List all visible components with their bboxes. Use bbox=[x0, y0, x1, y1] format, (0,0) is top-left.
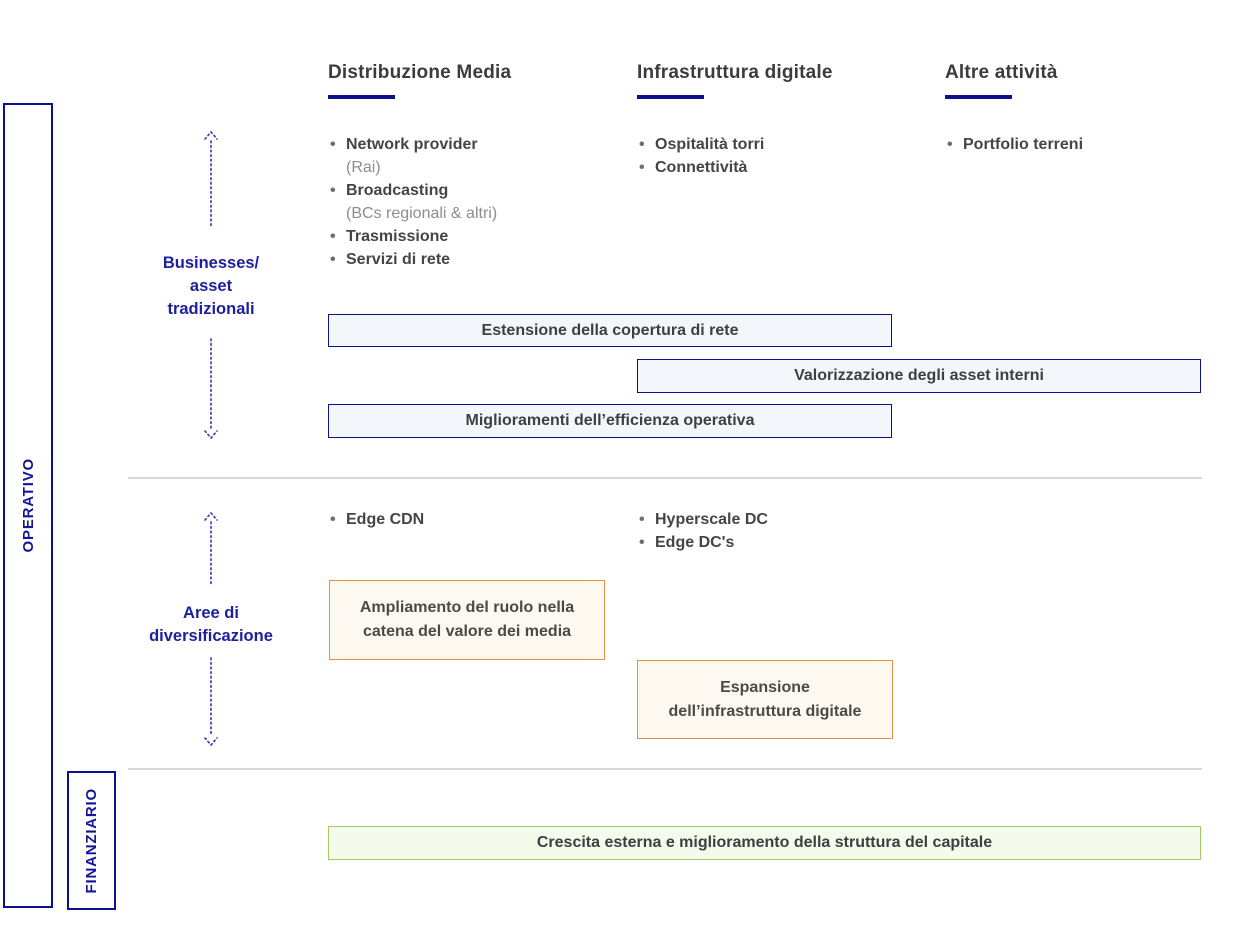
list-item-note: (BCs regionali & altri) bbox=[346, 205, 498, 222]
list-item: Servizi di rete bbox=[328, 248, 497, 271]
strategy-box-digital-infrastructure-expansion: Espansione dell’infrastruttura digitale bbox=[637, 660, 893, 739]
finanziario-label: FINANZIARIO bbox=[83, 787, 100, 894]
dotted-arrow-up-icon bbox=[202, 510, 220, 588]
section-divider bbox=[128, 768, 1202, 770]
list-item: Connettività bbox=[637, 156, 764, 179]
list-item: Edge DC's bbox=[637, 531, 768, 554]
media-traditional-list: Network provider (Rai) Broadcasting (BCs… bbox=[328, 133, 497, 271]
section-divider bbox=[128, 477, 1202, 479]
strategy-box-external-growth-capital-structure: Crescita esterna e miglioramento della s… bbox=[328, 826, 1201, 860]
column-header-altre-attivita: Altre attività bbox=[945, 62, 1058, 83]
column-header-distribuzione-media: Distribuzione Media bbox=[328, 62, 512, 83]
digital-traditional-list: Ospitalità torri Connettività bbox=[637, 133, 764, 179]
strategy-box-asset-valorization: Valorizzazione degli asset interni bbox=[637, 359, 1201, 393]
list-item: Hyperscale DC bbox=[637, 508, 768, 531]
list-item: Ospitalità torri bbox=[637, 133, 764, 156]
header-underline-1 bbox=[328, 95, 395, 99]
diversification-row-label: Aree di diversificazione bbox=[149, 604, 273, 645]
list-item: Trasmissione bbox=[328, 225, 497, 248]
other-traditional-list: Portfolio terreni bbox=[945, 133, 1083, 156]
operativo-label: OPERATIVO bbox=[19, 458, 37, 553]
list-item-note: (Rai) bbox=[346, 159, 381, 176]
dotted-arrow-down-icon bbox=[202, 337, 220, 441]
media-diversification-list: Edge CDN bbox=[328, 508, 424, 531]
list-item: Portfolio terreni bbox=[945, 133, 1083, 156]
header-underline-2 bbox=[637, 95, 704, 99]
traditional-row-label: Businesses/ asset tradizionali bbox=[162, 254, 260, 318]
dotted-arrow-up-icon bbox=[202, 129, 220, 229]
header-underline-3 bbox=[945, 95, 1012, 99]
finanziario-band: FINANZIARIO bbox=[67, 771, 116, 910]
list-item: Edge CDN bbox=[328, 508, 424, 531]
list-item: Network provider bbox=[328, 133, 497, 156]
list-item: Broadcasting bbox=[328, 179, 497, 202]
dotted-arrow-down-icon bbox=[202, 656, 220, 748]
strategy-box-media-value-chain: Ampliamento del ruolo nella catena del v… bbox=[329, 580, 605, 660]
strategy-box-network-coverage: Estensione della copertura di rete bbox=[328, 314, 892, 347]
digital-diversification-list: Hyperscale DC Edge DC's bbox=[637, 508, 768, 554]
operativo-band: OPERATIVO bbox=[3, 103, 53, 908]
strategy-box-operational-efficiency: Miglioramenti dell’efficienza operativa bbox=[328, 404, 892, 438]
column-header-infrastruttura-digitale: Infrastruttura digitale bbox=[637, 62, 833, 83]
